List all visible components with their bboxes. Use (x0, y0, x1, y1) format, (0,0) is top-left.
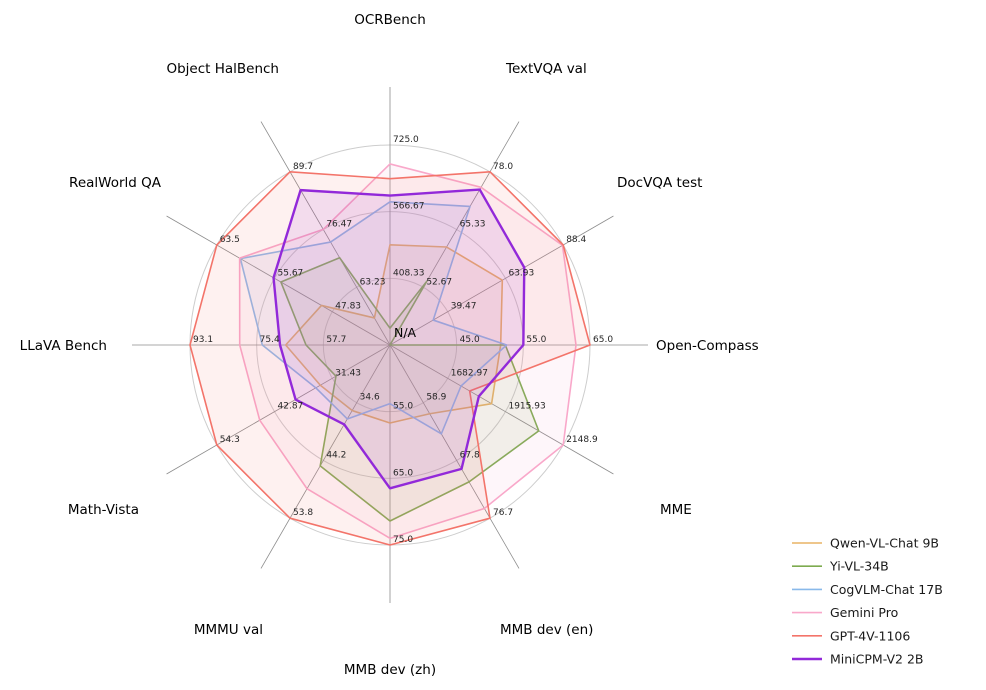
tick-label: 58.9 (426, 393, 446, 403)
legend-item-gemini-pro: Gemini Pro (792, 605, 898, 620)
series-qwen-vl-chat-9b (284, 243, 504, 424)
axis-label-textvqa-val: TextVQA val (505, 61, 587, 77)
tick-label: 88.4 (566, 235, 586, 245)
series-gpt-4v-1106 (189, 170, 591, 546)
legend-item-qwen-vl-chat-9b: Qwen-VL-Chat 9B (792, 536, 939, 551)
legend: Qwen-VL-Chat 9B Yi-VL-34B CogVLM-Chat 17B G… (792, 536, 943, 667)
tick-label: 1682.97 (451, 368, 488, 378)
tick-label: 65.0 (593, 335, 613, 345)
axis-label-mmb-dev-en: MMB dev (en) (500, 622, 593, 638)
tick-label: 78.0 (493, 162, 513, 172)
tick-label: 2148.9 (566, 435, 598, 445)
tick-label: 725.0 (393, 135, 419, 145)
legend-item-yi-vl-34b: Yi-VL-34B (792, 559, 889, 574)
axis-spoke (166, 344, 391, 475)
series-yi-vl-34b (280, 256, 540, 522)
axis-label-mmb-dev-zh: MMB dev (zh) (344, 662, 436, 678)
axis-spoke (260, 344, 391, 569)
tick-label: 65.33 (460, 220, 486, 230)
tick-label: 1915.93 (508, 402, 545, 412)
axis-spoke (166, 215, 391, 346)
axis-label-mme: MME (660, 502, 692, 518)
axis-spoke (260, 121, 391, 346)
center-na-label: N/A (394, 325, 417, 340)
tick-label: 76.7 (493, 508, 513, 518)
legend-label: MiniCPM-V2 2B (830, 652, 924, 667)
tick-label: 65.0 (393, 468, 413, 478)
axis-label-ocrbench: OCRBench (354, 12, 426, 28)
tick-label: 55.67 (278, 268, 304, 278)
axis-label-open-compass: Open-Compass (656, 338, 759, 354)
tick-label: 47.83 (335, 302, 361, 312)
tick-label: 55.0 (526, 335, 546, 345)
tick-label: 63.23 (360, 277, 386, 287)
tick-label: 53.8 (293, 508, 313, 518)
legend-label: Yi-VL-34B (829, 559, 889, 574)
axis-spoke (389, 344, 520, 569)
tick-label: 76.47 (326, 220, 352, 230)
tick-label: 63.5 (220, 235, 240, 245)
tick-label: 75.0 (393, 535, 413, 545)
tick-label: 44.2 (326, 450, 346, 460)
axis-spoke (389, 344, 614, 475)
legend-label: Qwen-VL-Chat 9B (830, 536, 939, 551)
tick-label: 54.3 (220, 435, 240, 445)
series-minicpm-v2-2b (272, 188, 526, 490)
radar-tick-labels: 408.33 566.67 725.0 52.67 65.33 78.0 39.47 63.9… (193, 135, 613, 545)
axis-label-mmmu-val: MMMU val (194, 622, 263, 638)
tick-label: 89.7 (293, 162, 313, 172)
legend-label: CogVLM-Chat 17B (830, 582, 943, 597)
tick-label: 75.4 (260, 335, 280, 345)
axis-label-docvqa-test: DocVQA test (617, 175, 702, 191)
tick-label: 39.47 (451, 302, 477, 312)
axis-label-object-halbench: Object HalBench (166, 61, 279, 77)
axis-label-realworld-qa: RealWorld QA (69, 175, 162, 191)
tick-label: 45.0 (460, 335, 480, 345)
legend-label: GPT-4V-1106 (830, 628, 910, 643)
tick-label: 63.93 (508, 268, 534, 278)
tick-label: 31.43 (335, 368, 361, 378)
tick-label: 566.67 (393, 202, 425, 212)
tick-label: 408.33 (393, 268, 425, 278)
tick-label: 57.7 (326, 335, 346, 345)
radar-series (189, 163, 591, 546)
tick-label: 93.1 (193, 335, 213, 345)
tick-label: 67.8 (460, 450, 480, 460)
tick-label: 55.0 (393, 402, 413, 412)
axis-label-llava-bench: LLaVA Bench (20, 338, 107, 354)
tick-label: 52.67 (426, 277, 452, 287)
legend-label: Gemini Pro (830, 605, 898, 620)
tick-label: 34.6 (360, 393, 380, 403)
legend-item-minicpm-v2-2b: MiniCPM-V2 2B (792, 652, 924, 667)
legend-item-gpt-4v-1106: GPT-4V-1106 (792, 628, 910, 643)
legend-item-cogvlm-chat-17b: CogVLM-Chat 17B (792, 582, 943, 597)
tick-label: 42.87 (278, 402, 304, 412)
axis-label-math-vista: Math-Vista (68, 502, 139, 518)
